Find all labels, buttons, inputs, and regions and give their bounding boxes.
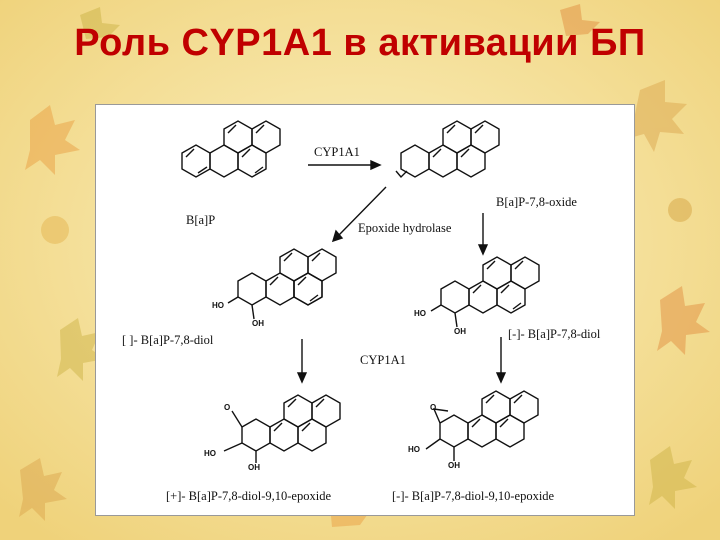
arrow-hydrolase-left <box>331 186 387 243</box>
reaction-scheme-panel: CYP1A1 B[a]P B[a]P-7,8-oxide Epoxide hyd… <box>95 104 635 516</box>
atom-o-epoxide-right: O <box>430 403 437 412</box>
atom-ho-epoxide-right: HO <box>408 445 420 454</box>
arrow-hydrolase-right <box>477 213 489 256</box>
epoxide-right-structure <box>425 390 539 461</box>
enzyme-label-mid: CYP1A1 <box>360 353 406 367</box>
bap-structure <box>181 120 281 178</box>
arrow-cyp1a1-left <box>296 339 308 384</box>
atom-oh-diol-left: OH <box>252 319 264 328</box>
diol-right-label: [-]- B[a]P-7,8-diol <box>508 327 601 341</box>
atom-o-epoxide-left: O <box>224 403 231 412</box>
reaction-scheme <box>181 120 540 463</box>
atom-oh-epoxide-left: OH <box>248 463 260 472</box>
epoxide-left-structure <box>223 394 341 463</box>
diol-left-structure <box>227 248 337 320</box>
epoxide-right-label: [-]- B[a]P-7,8-diol-9,10-epoxide <box>392 489 555 503</box>
bap-label: B[a]P <box>186 213 216 227</box>
atom-ho-diol-left: HO <box>212 301 224 310</box>
oxide-structure <box>395 120 500 179</box>
epoxide-left-label: [+]- B[a]P-7,8-diol-9,10-epoxide <box>166 489 331 503</box>
diol-right-structure <box>430 256 540 328</box>
atom-oh-epoxide-right: OH <box>448 461 460 470</box>
oxide-label: B[a]P-7,8-oxide <box>496 195 577 209</box>
arrow-cyp1a1-right <box>495 337 507 384</box>
diol-left-label: [ ]- B[a]P-7,8-diol <box>122 333 214 347</box>
hydrolase-label: Epoxide hydrolase <box>358 221 452 235</box>
atom-oh-diol-right: OH <box>454 327 466 336</box>
enzyme-label-top: CYP1A1 <box>314 145 360 159</box>
atom-ho-diol-right: HO <box>414 309 426 318</box>
arrow-cyp1a1-top <box>308 159 382 171</box>
slide-title: Роль CYP1A1 в активации БП <box>74 22 646 64</box>
atom-ho-epoxide-left: HO <box>204 449 216 458</box>
